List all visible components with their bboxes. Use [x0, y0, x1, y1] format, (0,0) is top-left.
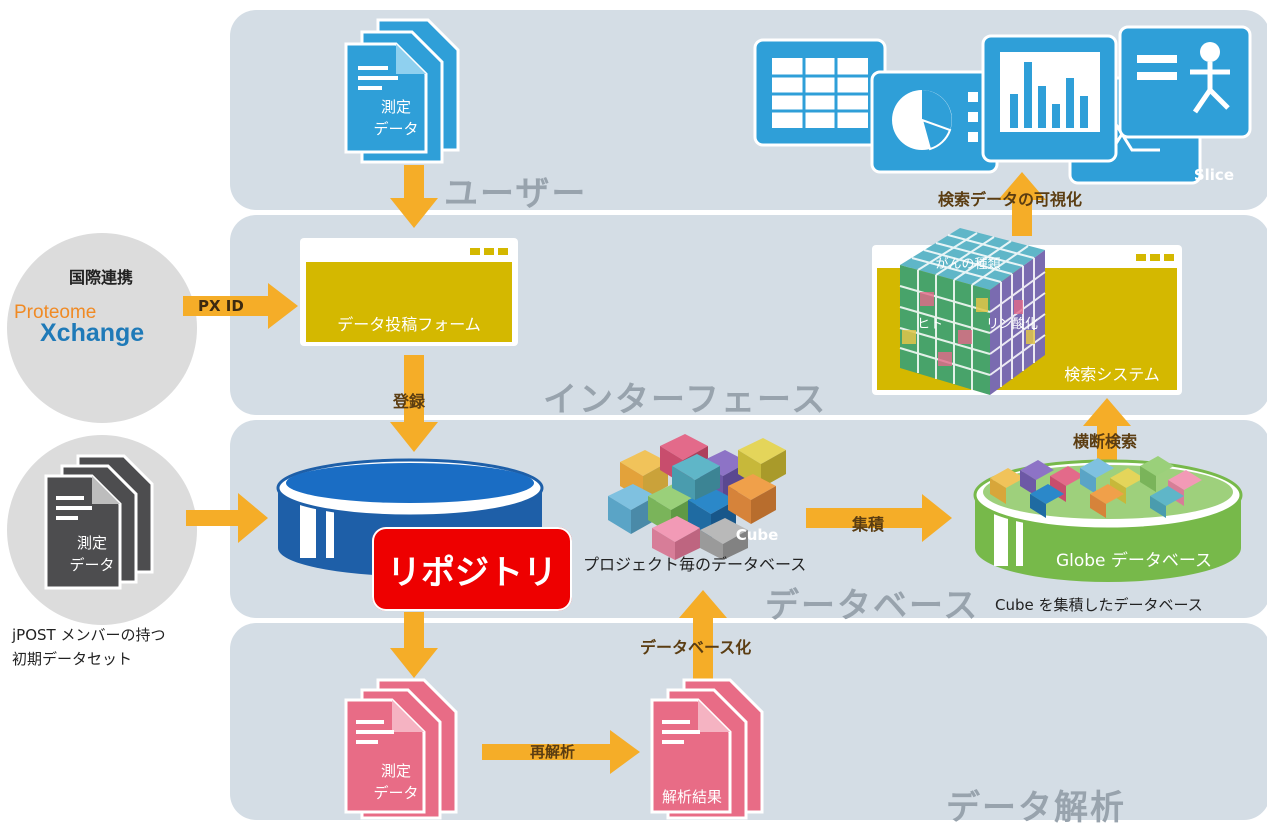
user-doc-text: 測定データ: [373, 98, 418, 138]
result-document-icon: 解析結果: [650, 678, 764, 820]
search-system-label: 検索システム: [1064, 365, 1160, 384]
arrow-visualize: [998, 172, 1046, 236]
repository-badge: リポジトリ: [372, 527, 572, 611]
arrow-register: [390, 355, 438, 452]
cube-term-2: ヒト: [917, 317, 943, 332]
arrow-to-analysis: [390, 612, 438, 678]
lane-label-analysis: データ解析: [946, 788, 1126, 828]
globe-database-icon: [973, 456, 1243, 582]
label-visualize: 検索データの可視化: [938, 190, 1083, 209]
globe-caption: Cube を集積したデータベース: [995, 596, 1203, 614]
label-db-convert: データベース化: [640, 638, 752, 657]
submission-form-label: データ投稿フォーム: [337, 315, 481, 334]
label-px-id: PX ID: [198, 297, 244, 315]
arrow-initial: [186, 493, 268, 543]
analysis-doc-text: 測定データ: [373, 762, 418, 802]
project-cubes-icon: [608, 434, 786, 560]
international-circle: [7, 233, 197, 423]
cube-caption: プロジェクト毎のデータベース: [583, 555, 807, 574]
label-reanalysis: 再解析: [530, 743, 576, 761]
proteomexchange-logo: Proteome Xchange: [14, 302, 144, 347]
globe-label: Globe データベース: [1056, 550, 1212, 571]
arrow-aggregate: [806, 494, 952, 542]
cube-term-1: がんの種類: [935, 256, 1000, 272]
analysis-data-document-icon: 測定データ: [344, 678, 458, 820]
arrow-cross-search: [1083, 398, 1131, 468]
arrow-upload: [390, 165, 438, 228]
svg-text:Proteome: Proteome: [14, 302, 96, 323]
initial-caption-line1: jPOST メンバーの持つ: [12, 626, 166, 644]
visualization-panels: [753, 25, 1252, 185]
svg-text:Xchange: Xchange: [40, 319, 144, 347]
arrow-px-id: [183, 283, 298, 329]
arrows: [183, 165, 1131, 774]
cube-tag: Cube: [736, 526, 779, 544]
initial-doc-text: 測定データ: [69, 534, 114, 574]
arrow-reanalysis: [482, 730, 640, 774]
lane-label-user: ユーザー: [444, 174, 588, 214]
user-data-document-icon: 測定データ: [344, 18, 460, 164]
initial-caption-line2: 初期データセット: [12, 650, 133, 668]
label-aggregate: 集積: [852, 515, 885, 534]
label-register: 登録: [393, 392, 426, 411]
arrow-db-convert: [679, 590, 727, 700]
cube-term-3: リン酸化: [986, 317, 1038, 332]
data-cube-icon: [899, 228, 1046, 395]
initial-data-document-icon: 測定データ: [44, 454, 154, 590]
submission-form-window: [300, 238, 518, 346]
lane-label-database: データベース: [765, 586, 980, 626]
slice-label: Slice: [1194, 166, 1234, 184]
result-doc-text: 解析結果: [662, 788, 722, 806]
label-international: 国際連携: [69, 268, 134, 287]
lane-label-interface: インターフェース: [543, 380, 828, 420]
label-cross-search: 横断検索: [1073, 432, 1138, 451]
